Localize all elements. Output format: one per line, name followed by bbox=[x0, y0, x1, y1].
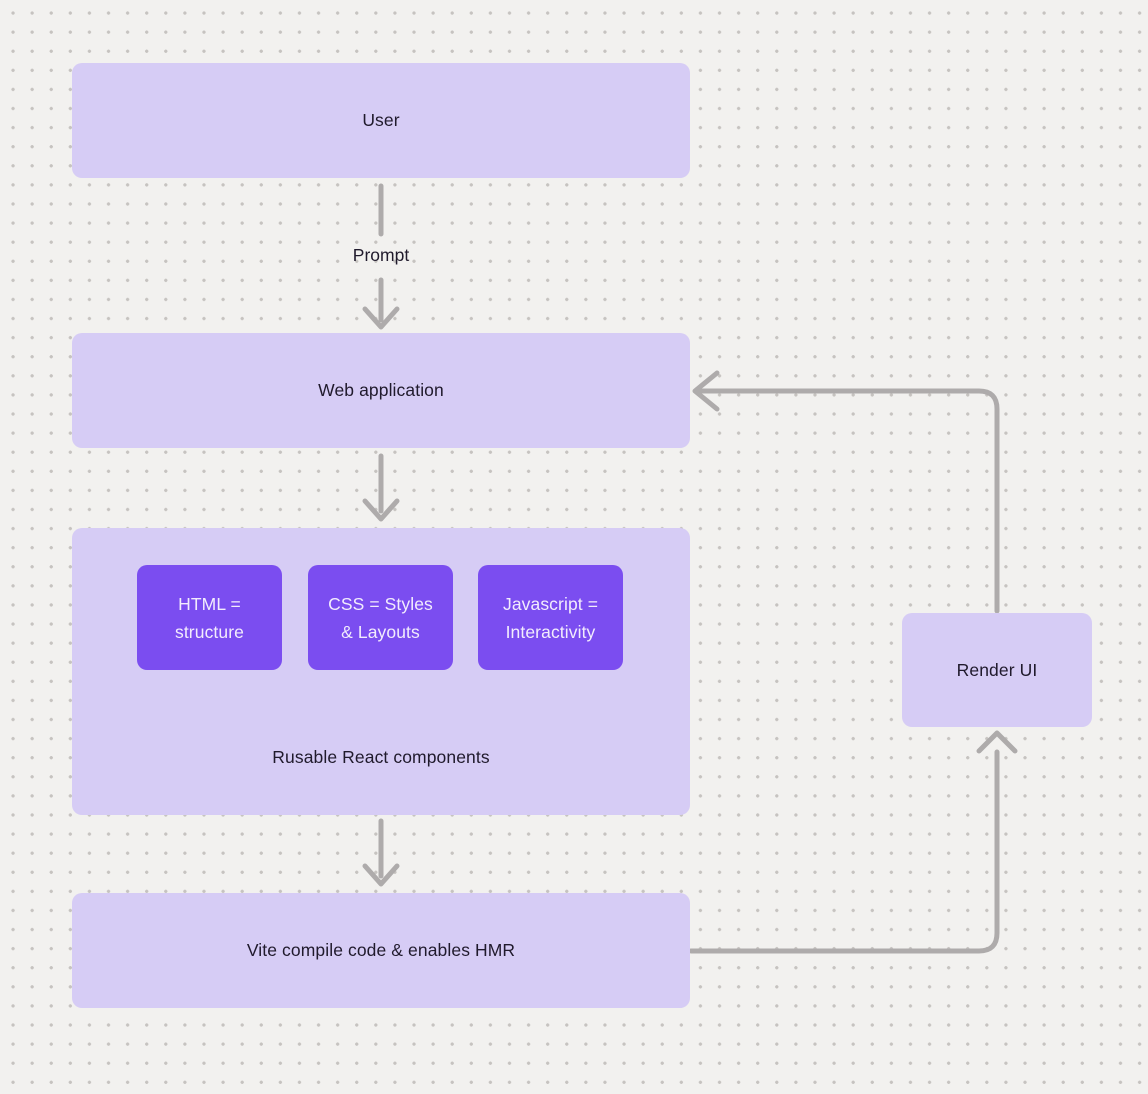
node-vite-label: Vite compile code & enables HMR bbox=[246, 940, 516, 960]
edge-renderui-to-webapp-shaft bbox=[697, 388, 1000, 614]
arrow-down-icon bbox=[362, 306, 400, 330]
arrow-down-icon bbox=[362, 498, 400, 522]
chip-css: CSS = Styles & Layouts bbox=[308, 565, 453, 670]
chip-javascript-line1: Javascript = bbox=[502, 593, 599, 614]
node-vite: Vite compile code & enables HMR bbox=[72, 893, 690, 1008]
components-group-caption: Rusable React components bbox=[272, 747, 490, 767]
chip-css-line1: CSS = Styles bbox=[328, 593, 433, 614]
chip-html: HTML = structure bbox=[137, 565, 282, 670]
node-components-group: HTML = structure CSS = Styles & Layouts … bbox=[72, 528, 690, 815]
arrow-up-icon bbox=[976, 730, 1018, 754]
node-render-ui: Render UI bbox=[902, 613, 1092, 727]
chip-javascript-line2: Interactivity bbox=[505, 621, 596, 642]
arrow-left-icon bbox=[692, 370, 720, 412]
edge-vite-to-renderui-shaft bbox=[688, 749, 1000, 954]
node-user-label: User bbox=[362, 110, 400, 130]
chip-javascript: Javascript = Interactivity bbox=[478, 565, 623, 670]
node-user: User bbox=[72, 63, 690, 178]
node-render-ui-label: Render UI bbox=[956, 659, 1038, 680]
node-web-application-label: Web application bbox=[318, 380, 444, 400]
chip-html-line1: HTML = bbox=[178, 593, 241, 614]
chip-css-line2: & Layouts bbox=[341, 621, 420, 642]
node-web-application: Web application bbox=[72, 333, 690, 448]
arrow-down-icon bbox=[362, 863, 400, 887]
edge-label-prompt: Prompt bbox=[352, 245, 410, 265]
chip-html-line2: structure bbox=[175, 621, 244, 642]
